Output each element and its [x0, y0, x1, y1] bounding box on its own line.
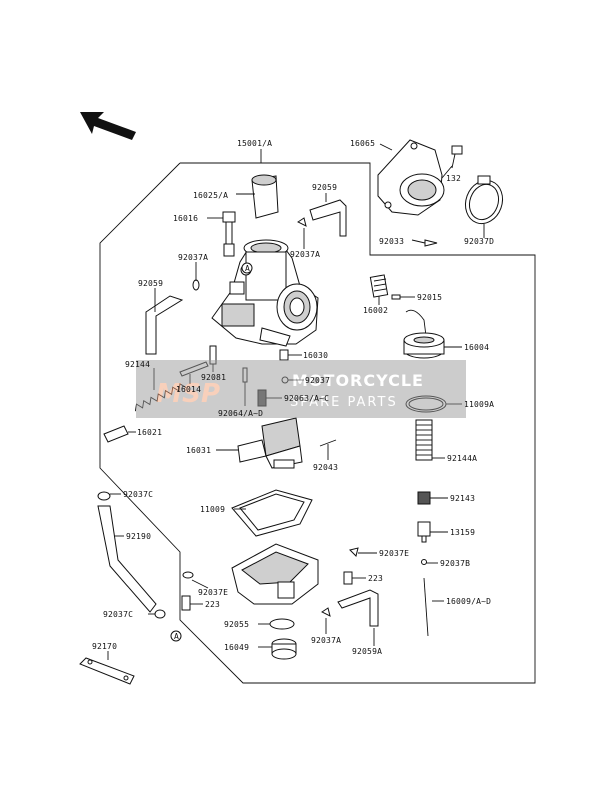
- screw-223-right: [343, 571, 353, 585]
- label-132: 132: [446, 174, 461, 183]
- label-223-left: 223: [205, 600, 220, 609]
- label-11009A: 11009A: [464, 400, 494, 409]
- label-92037A-left: 92037A: [178, 253, 208, 262]
- label-92059-top: 92059: [312, 183, 337, 192]
- filter-16002: [369, 274, 389, 298]
- label-15001: 15001/A: [237, 139, 272, 148]
- watermark-band: [136, 360, 466, 418]
- front-direction-arrow-icon: [80, 112, 136, 140]
- clip-92037A-bot: [321, 607, 331, 617]
- label-16030: 16030: [303, 351, 328, 360]
- label-16065: 16065: [350, 139, 375, 148]
- needle-jet-13159: [417, 521, 431, 543]
- label-92143: 92143: [450, 494, 475, 503]
- label-92037: 92037: [305, 376, 330, 385]
- clip-92037A-left: [192, 279, 200, 291]
- throttle-stop-16016: [222, 211, 236, 257]
- label-92043: 92043: [313, 463, 338, 472]
- label-16049: 16049: [224, 643, 249, 652]
- leader-lines: [107, 143, 485, 660]
- carburetor-body: [211, 239, 319, 347]
- label-16021: 16021: [137, 428, 162, 437]
- hose-92059-top: [309, 199, 347, 237]
- watermark: MSP MOTORCYCLE SPARE PARTS: [136, 360, 466, 418]
- clip-92037E-right: [349, 547, 359, 557]
- label-92064: 92064/A~D: [218, 409, 263, 418]
- label-92037A-bot: 92037A: [311, 636, 341, 645]
- clip-92037C-top: [97, 491, 111, 501]
- part-16030: [279, 349, 289, 361]
- label-16014: 16014: [176, 385, 201, 394]
- label-92015: 92015: [417, 293, 442, 302]
- label-16004: 16004: [464, 343, 489, 352]
- label-16002: 16002: [363, 306, 388, 315]
- label-16016: 16016: [173, 214, 198, 223]
- clip-92037C-bot: [154, 609, 166, 619]
- svg-text:A: A: [174, 632, 179, 641]
- label-92055: 92055: [224, 620, 249, 629]
- needle-16009: [423, 577, 429, 637]
- label-92037B: 92037B: [440, 559, 470, 568]
- label-92170: 92170: [92, 642, 117, 651]
- hose-92190: [97, 505, 157, 613]
- hose-92059A: [337, 589, 379, 627]
- callout-a-lower: A: [170, 630, 182, 642]
- label-92144A: 92144A: [447, 454, 477, 463]
- screw-223-left: [181, 595, 191, 611]
- label-16031: 16031: [186, 446, 211, 455]
- hose-92059-left: [145, 295, 184, 355]
- label-92037A-mid: 92037A: [290, 250, 320, 259]
- label-92081: 92081: [201, 373, 226, 382]
- svg-text:A: A: [245, 264, 250, 273]
- float-16031: [237, 417, 303, 469]
- label-11009: 11009: [200, 505, 225, 514]
- label-92037E-left: 92037E: [198, 588, 228, 597]
- watermark-line2: SPARE PARTS: [290, 395, 398, 410]
- spring-92144A: [415, 419, 433, 461]
- nut-92143: [417, 491, 431, 505]
- label-16009: 16009/A~D: [446, 597, 491, 606]
- label-92033: 92033: [379, 237, 404, 246]
- pin-92043: [319, 439, 337, 447]
- float-bowl: [231, 543, 319, 605]
- label-92190: 92190: [126, 532, 151, 541]
- label-92037D: 92037D: [464, 237, 494, 246]
- screw-92015: [391, 294, 401, 300]
- clip-92037E-left: [182, 571, 194, 579]
- label-92063: 92063/A~C: [284, 394, 329, 403]
- label-16025: 16025/A: [193, 191, 228, 200]
- watermark-logo: MSP: [156, 379, 220, 409]
- assembly-outline: [99, 162, 536, 684]
- callout-a-upper: A: [241, 262, 253, 274]
- gasket-11009: [231, 489, 313, 537]
- label-223-right: 223: [368, 574, 383, 583]
- watermark-line1: MOTORCYCLE: [292, 371, 424, 390]
- intake-holder-16065: [377, 139, 445, 216]
- label-92144: 92144: [125, 360, 150, 369]
- label-92037E-right: 92037E: [379, 549, 409, 558]
- clip-92033: [424, 239, 438, 247]
- cap-16004: [403, 309, 445, 359]
- oring-92055: [269, 618, 295, 630]
- label-92059-left: 92059: [138, 279, 163, 288]
- label-92059A: 92059A: [352, 647, 382, 656]
- plug-16049: [271, 638, 297, 660]
- clamp-92037D: [464, 175, 504, 225]
- bolt-132: [451, 145, 463, 169]
- label-92037C-bot: 92037C: [103, 610, 133, 619]
- label-92037C-top: 92037C: [123, 490, 153, 499]
- screw-16021: [103, 425, 129, 443]
- clip-92037B: [421, 559, 427, 565]
- clip-92037A-mid: [297, 217, 307, 227]
- label-13159: 13159: [450, 528, 475, 537]
- bracket-92170: [79, 657, 135, 685]
- part-labels: 15001/A 16065 132 16025/A 92059 16016 92…: [92, 139, 494, 656]
- cap-16025: [251, 174, 279, 219]
